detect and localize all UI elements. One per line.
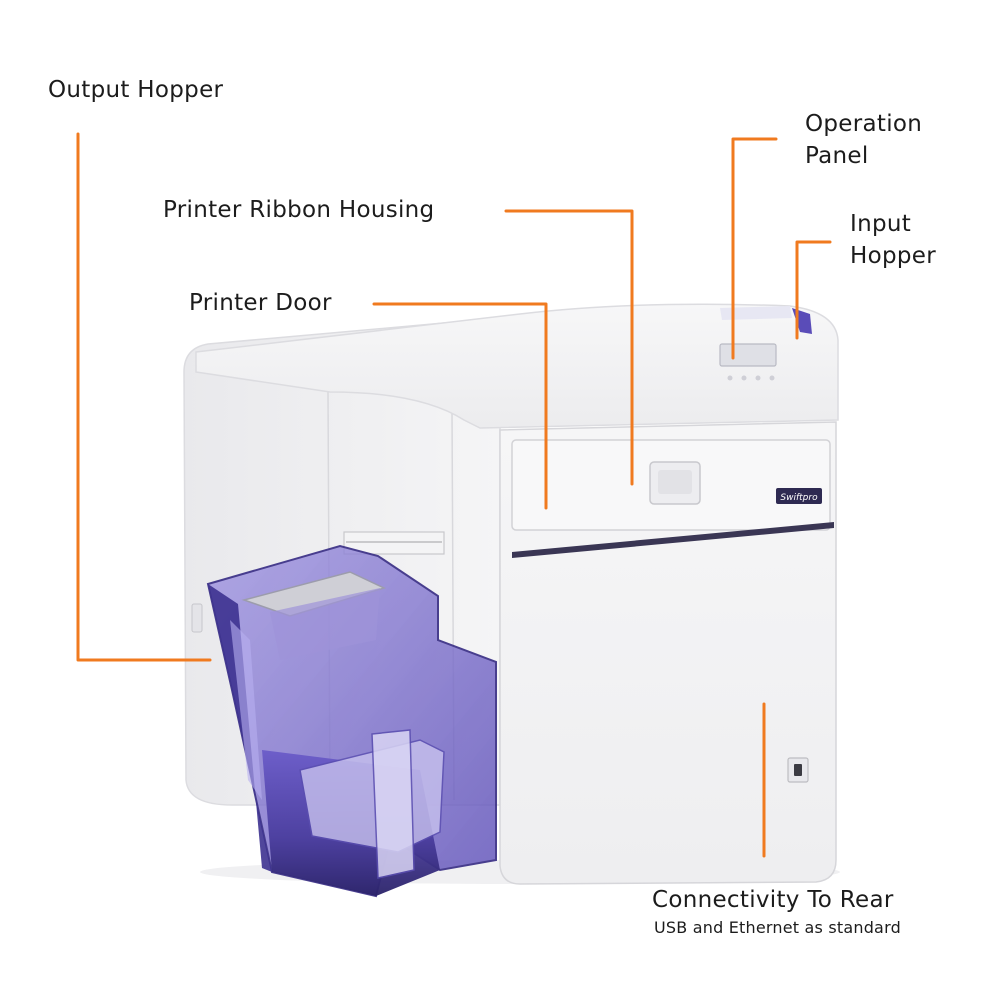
callout-printer-ribbon-housing-text: Printer Ribbon Housing xyxy=(163,197,435,223)
brand-badge-text: Swiftpro xyxy=(780,493,818,503)
leader-operation-panel xyxy=(731,137,778,360)
printer-front xyxy=(499,421,837,885)
callout-input-hopper: Input Hopper xyxy=(850,208,936,272)
door-handle-recess xyxy=(658,470,692,494)
leader-lines xyxy=(76,132,832,858)
leader-ribbon-housing xyxy=(504,209,634,486)
callout-input-hopper-line2: Hopper xyxy=(850,243,936,269)
callout-output-hopper: Output Hopper xyxy=(48,74,223,106)
leader-output-hopper xyxy=(76,132,212,662)
output-slot xyxy=(343,531,445,555)
callout-connectivity: Connectivity To Rear xyxy=(652,884,894,916)
lcd-screen-icon xyxy=(719,343,777,367)
callout-connectivity-text: Connectivity To Rear xyxy=(652,887,894,913)
front-stripe xyxy=(512,522,834,558)
callout-input-hopper-line1: Input xyxy=(850,211,912,237)
callout-operation-panel-line2: Panel xyxy=(805,143,869,169)
output-hopper xyxy=(206,544,497,898)
operation-buttons xyxy=(727,375,775,381)
callout-connectivity-subtitle-text: USB and Ethernet as standard xyxy=(654,918,901,937)
callout-printer-ribbon-housing: Printer Ribbon Housing xyxy=(163,194,434,226)
power-switch-toggle xyxy=(794,764,802,776)
side-latch xyxy=(191,603,203,633)
brand-badge xyxy=(776,488,822,504)
printer-top xyxy=(195,303,839,429)
callout-output-hopper-text: Output Hopper xyxy=(48,77,224,103)
input-hopper-slot xyxy=(720,306,792,320)
callout-connectivity-subtitle: USB and Ethernet as standard xyxy=(654,918,901,938)
callout-operation-panel: Operation Panel xyxy=(805,108,922,172)
callout-operation-panel-line1: Operation xyxy=(805,111,923,137)
callout-printer-door: Printer Door xyxy=(189,287,332,319)
callout-printer-door-text: Printer Door xyxy=(189,290,332,316)
leader-printer-door xyxy=(372,302,548,510)
leader-input-hopper xyxy=(795,240,832,340)
